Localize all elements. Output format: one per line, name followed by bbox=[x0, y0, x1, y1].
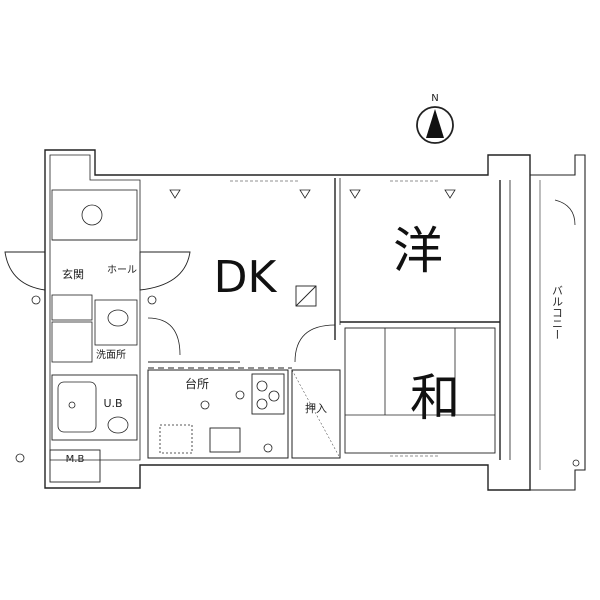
wash-basin bbox=[107, 309, 129, 327]
room-label-meter-box: M.B bbox=[66, 454, 85, 465]
outlet bbox=[235, 390, 245, 400]
washroom-box bbox=[94, 299, 138, 346]
plan-lines bbox=[4, 149, 586, 491]
room-label-entrance: 玄関 bbox=[62, 267, 84, 281]
triangle-marker bbox=[299, 189, 311, 199]
column-marker-line bbox=[295, 285, 317, 307]
front-door bbox=[4, 251, 46, 291]
triangle-marker bbox=[444, 189, 456, 199]
japanese-room bbox=[344, 327, 496, 454]
balcony bbox=[530, 154, 586, 491]
outlet bbox=[31, 295, 41, 305]
room-label-balcony: バルコニー bbox=[551, 285, 564, 340]
unit-bath-box bbox=[51, 374, 138, 441]
outlet bbox=[15, 453, 25, 463]
fridge-space bbox=[159, 424, 193, 454]
washer-icon bbox=[81, 204, 103, 226]
drain bbox=[572, 459, 580, 467]
kitchen-fixture bbox=[200, 400, 210, 410]
closet-box bbox=[291, 369, 341, 459]
bathtub bbox=[57, 381, 97, 433]
outlet bbox=[147, 295, 157, 305]
stove bbox=[251, 373, 285, 415]
toilet bbox=[107, 416, 129, 434]
door-swing bbox=[294, 324, 336, 363]
north-arrow-icon bbox=[426, 109, 444, 138]
room-label-closet: 押入 bbox=[305, 401, 327, 415]
drain bbox=[68, 401, 76, 409]
north-label: N bbox=[431, 93, 438, 104]
compass: N bbox=[416, 93, 454, 144]
balcony-door bbox=[554, 199, 576, 226]
shoe-box bbox=[51, 294, 93, 321]
burner bbox=[268, 390, 280, 402]
room-label-hall: ホール bbox=[107, 264, 137, 276]
room-label-dk: DK bbox=[214, 252, 278, 303]
sink bbox=[209, 427, 241, 453]
room-label-western: 洋 bbox=[393, 222, 443, 280]
storage-box bbox=[51, 189, 138, 241]
burner bbox=[256, 398, 268, 410]
door-swing bbox=[147, 317, 181, 356]
meter-box bbox=[49, 449, 101, 483]
triangle-marker bbox=[169, 189, 181, 199]
kitchen-area bbox=[147, 369, 289, 459]
burner bbox=[256, 380, 268, 392]
room-label-kitchen: 台所 bbox=[185, 376, 209, 391]
room-label-unit-bath: U.B bbox=[103, 397, 122, 410]
entry-door bbox=[139, 251, 191, 291]
outlet bbox=[263, 443, 273, 453]
room-label-washroom: 洗面所 bbox=[96, 349, 126, 361]
column-marker bbox=[295, 285, 317, 307]
compass-ring bbox=[416, 106, 454, 144]
triangle-marker bbox=[349, 189, 361, 199]
closet-diagonal bbox=[291, 369, 341, 459]
room-label-japanese: 和 bbox=[410, 369, 460, 427]
laundry-pan bbox=[51, 321, 93, 363]
